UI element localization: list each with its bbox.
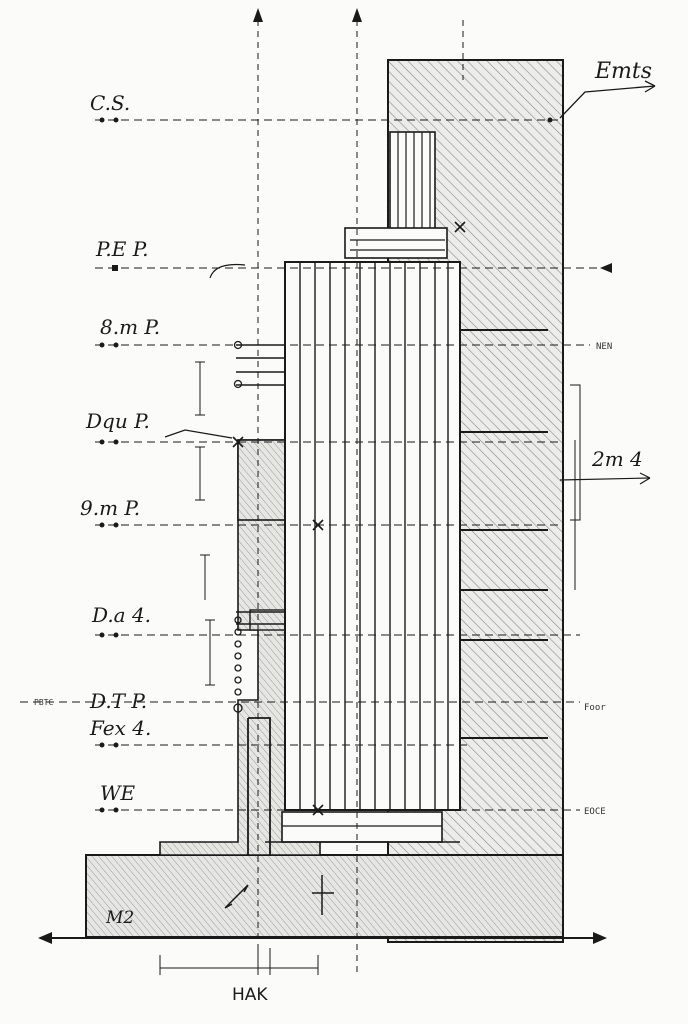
level-markers [99, 117, 553, 813]
column-cap [344, 227, 448, 259]
level-label-pep: P.E P. [95, 237, 148, 261]
top-right-note: Emts [594, 59, 652, 84]
vertical-axes [257, 20, 464, 975]
level-label-cs: C.S. [90, 91, 130, 115]
tag-eoce: EOCE [584, 807, 606, 817]
level-label-we: WE [100, 781, 136, 805]
right-brackets [570, 384, 581, 590]
axis-arrows [253, 8, 362, 22]
level-label-da4: D.a 4. [91, 603, 151, 627]
upper-louvre [389, 131, 436, 231]
ledges [236, 344, 285, 625]
level-label-dqu: Dqu P. [85, 409, 150, 433]
bottom-dim [159, 948, 319, 975]
junction-marks [232, 221, 466, 816]
base-marks [224, 875, 334, 915]
left-profile [247, 717, 271, 855]
upper-louvre-lines [397, 132, 431, 230]
tag-nen: NEN [596, 342, 612, 352]
louvre-lines [299, 262, 449, 810]
level-label-8m: 8.m P. [100, 315, 160, 339]
bottom-left-note: M2 [105, 908, 134, 928]
chain-dots [233, 340, 243, 713]
tag-foor: Foor [584, 703, 606, 713]
base-slab [85, 854, 564, 938]
right-note: 2m 4 [591, 447, 643, 471]
left-brackets [195, 361, 215, 686]
level-label-9m: 9.m P. [80, 496, 140, 520]
wall-shelves [460, 329, 548, 739]
level-label-fex4: Fex 4. [89, 716, 151, 740]
tag-left: PBTC [34, 698, 53, 707]
top-right-arrow [559, 85, 656, 119]
level-label-dtp: D.T P. [89, 689, 147, 713]
louvre-column [284, 261, 461, 811]
pep-hook [209, 263, 246, 279]
column-sill [281, 811, 443, 843]
dqu-arrow [164, 429, 233, 439]
right-note-arrow [559, 477, 651, 481]
bottom-dim-label: HAK [232, 985, 268, 1005]
level-lines [20, 119, 600, 811]
